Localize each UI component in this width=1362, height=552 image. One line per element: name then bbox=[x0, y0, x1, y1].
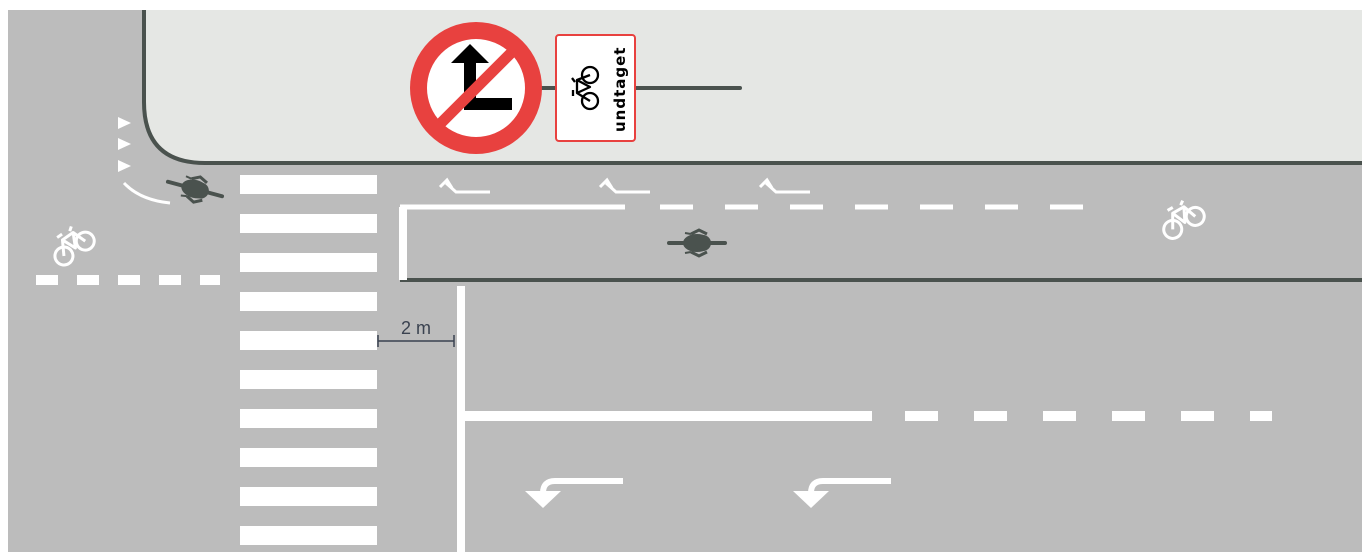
yield-markings bbox=[118, 117, 131, 172]
bike-lane-arrow bbox=[598, 177, 650, 194]
turn-path-arc bbox=[122, 181, 171, 205]
left-turn-arrow bbox=[525, 478, 623, 508]
crosswalk bbox=[240, 175, 377, 545]
left-turn-arrow bbox=[793, 478, 891, 508]
bike-lane-arrow bbox=[438, 177, 490, 194]
sidewalk-curb bbox=[142, 10, 1362, 165]
sidewalk bbox=[144, 10, 1362, 163]
bike-lane-arrow bbox=[758, 177, 810, 194]
exception-label: undtaget bbox=[611, 47, 629, 132]
bicycle-exception-panel: undtaget bbox=[555, 34, 636, 142]
dimension-marker: 2 m bbox=[377, 318, 455, 347]
no-left-turn-sign-icon bbox=[410, 22, 542, 154]
dimension-label: 2 m bbox=[401, 318, 431, 338]
bicycle-icon bbox=[571, 65, 600, 111]
